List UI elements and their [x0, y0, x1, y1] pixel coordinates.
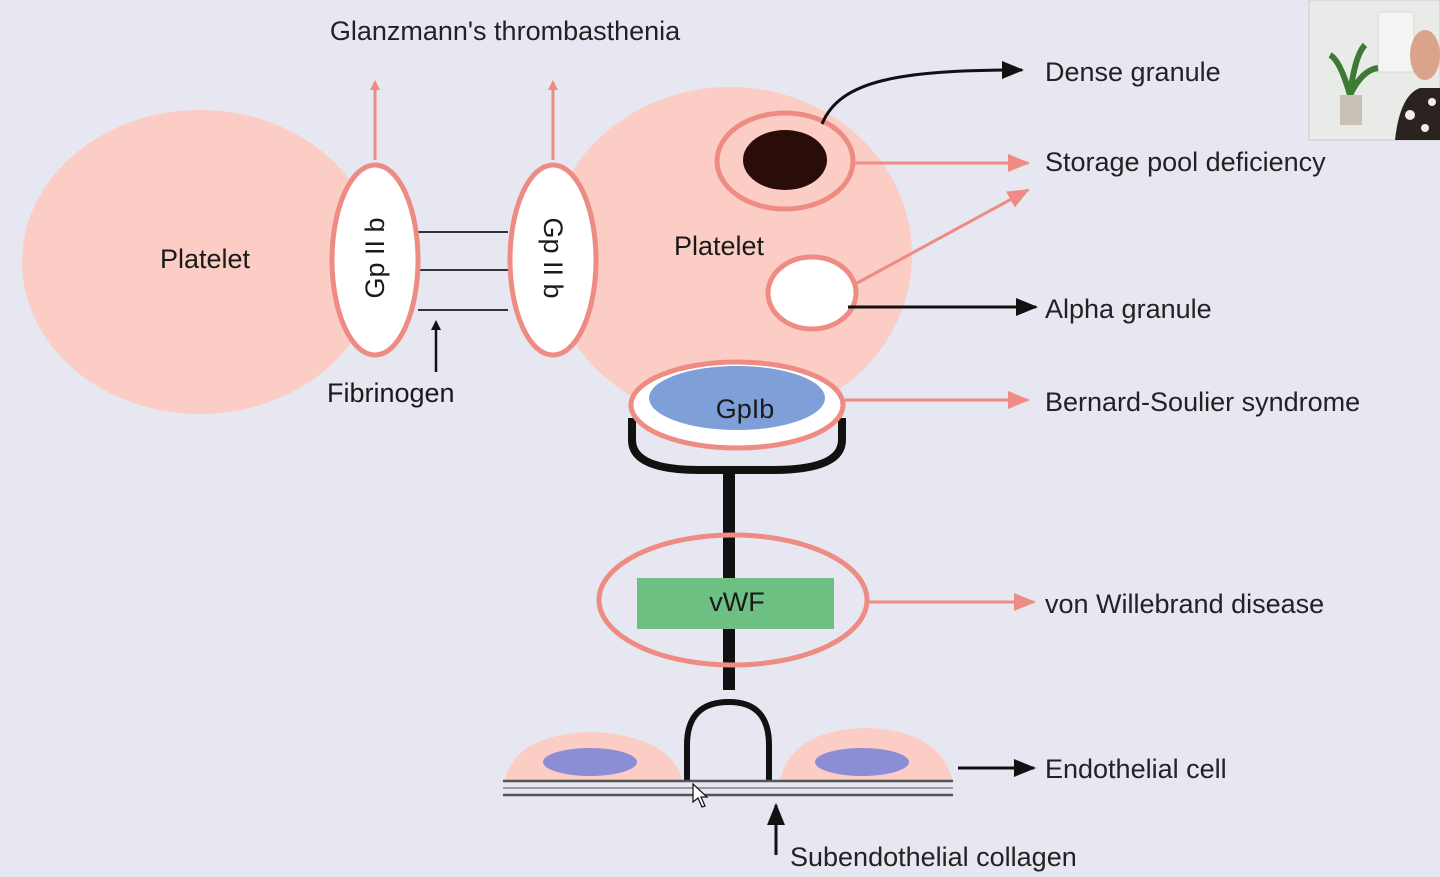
vwf-label: vWF	[709, 587, 764, 617]
vwf-outline	[596, 532, 870, 668]
glanzmann-label: Glanzmann's thrombasthenia	[330, 16, 681, 46]
gp2b-receptor-right	[507, 162, 599, 358]
dense-granule	[743, 130, 827, 190]
endothelial-label: Endothelial cell	[1045, 754, 1227, 784]
gp1b-label: GpIb	[716, 394, 775, 424]
alpha-granule	[765, 254, 859, 332]
gp1b-core	[649, 366, 825, 430]
vwf-box	[637, 578, 834, 629]
presenter-webcam-thumbnail	[1308, 0, 1440, 141]
fibrinogen-label: Fibrinogen	[327, 378, 455, 408]
alpha-granule-label: Alpha granule	[1045, 294, 1212, 324]
platelet-left-body	[22, 110, 378, 414]
collagen-anchor	[684, 698, 772, 780]
endothelial-nucleus-left	[543, 748, 637, 776]
gp2b-receptor-left	[329, 162, 421, 358]
dense-granule-arrow	[820, 61, 1024, 125]
mouse-cursor-icon	[692, 782, 709, 808]
platelet-right-label: Platelet	[674, 231, 765, 261]
endothelial-nucleus-right	[815, 748, 909, 776]
dense-granule-label: Dense granule	[1045, 57, 1221, 87]
subendothelial-collagen-layer	[503, 779, 953, 797]
platelet-left-label: Platelet	[160, 244, 251, 274]
collagen-label: Subendothelial collagen	[790, 842, 1077, 872]
fibrinogen-bridges	[418, 231, 508, 311]
gp2b-right-label: Gp II b	[538, 217, 568, 298]
gp1b-cup	[628, 418, 846, 474]
von-willebrand-label: von Willebrand disease	[1045, 589, 1324, 619]
storage-pool-label: Storage pool deficiency	[1045, 147, 1326, 177]
storage-pool-arrow-alpha	[847, 188, 1030, 290]
bernard-soulier-label: Bernard-Soulier syndrome	[1045, 387, 1360, 417]
gp2b-left-label: Gp II b	[360, 217, 390, 298]
